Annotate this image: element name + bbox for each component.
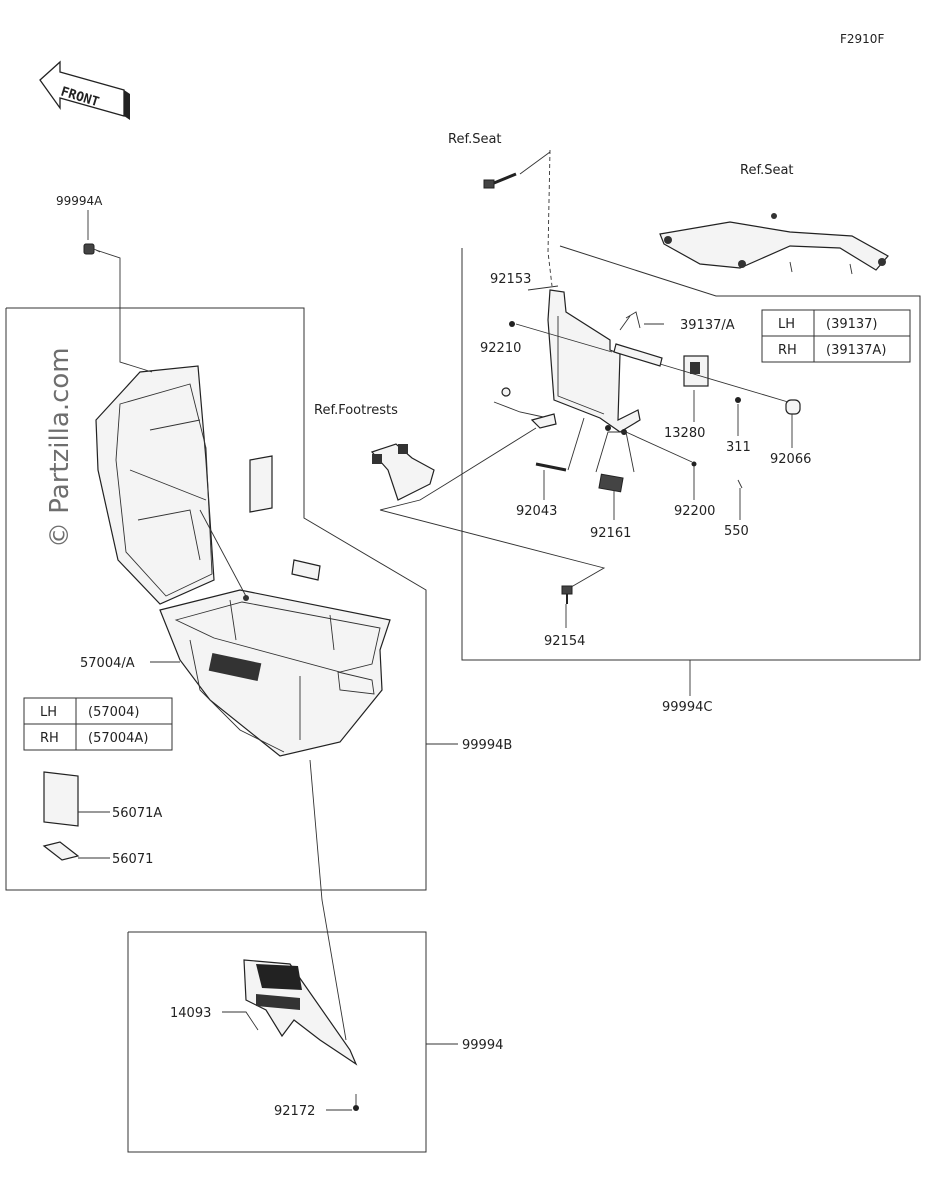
bracket-table-part-rh: (39137A) bbox=[826, 343, 886, 358]
nut-92210 bbox=[501, 387, 511, 397]
bolt-92154 bbox=[561, 585, 573, 604]
footrest-bracket bbox=[370, 443, 435, 501]
decal-56071 bbox=[42, 841, 80, 861]
figure-code: F2910F bbox=[840, 32, 884, 46]
case-table-side-lh: LH bbox=[40, 705, 57, 720]
watermark: © Partzilla.com bbox=[45, 347, 75, 548]
label-92043: 92043 bbox=[516, 504, 557, 519]
label-92066: 92066 bbox=[770, 452, 811, 467]
label-92210: 92210 bbox=[480, 341, 521, 356]
nut-311 bbox=[735, 397, 741, 403]
pin-550 bbox=[737, 479, 743, 489]
bracket-table-side-lh: LH bbox=[778, 317, 795, 332]
ref-footrests: Ref.Footrests bbox=[314, 403, 398, 418]
label-92161: 92161 bbox=[590, 526, 631, 541]
bracket-side-table: LH (39137) RH (39137A) bbox=[761, 309, 911, 363]
box-99994B bbox=[5, 307, 427, 891]
label-56071A: 56071A bbox=[112, 806, 162, 821]
bolt-99994A bbox=[83, 243, 101, 255]
label-92154: 92154 bbox=[544, 634, 585, 649]
label-56071: 56071 bbox=[112, 852, 153, 867]
screw-92172 bbox=[353, 1105, 359, 1111]
front-arrow-icon: FRONT bbox=[39, 60, 130, 120]
label-14093: 14093 bbox=[170, 1006, 211, 1021]
decal-56071-upper bbox=[291, 559, 321, 581]
cover-14093 bbox=[243, 959, 358, 1066]
label-99994B: 99994B bbox=[462, 738, 512, 753]
seat-frame bbox=[659, 213, 889, 275]
case-table-part-lh: (57004) bbox=[88, 705, 140, 720]
bolt-seat bbox=[483, 172, 517, 189]
label-99994C: 99994C bbox=[662, 700, 712, 715]
label-92153: 92153 bbox=[490, 272, 531, 287]
case-table-side-rh: RH bbox=[40, 731, 59, 746]
bracket-table-side-rh: RH bbox=[778, 343, 797, 358]
bolt-92043 bbox=[535, 462, 567, 472]
box-99994C bbox=[461, 245, 921, 661]
label-99994A: 99994A bbox=[56, 194, 103, 208]
bracket-39137 bbox=[547, 289, 663, 433]
label-311: 311 bbox=[726, 440, 751, 455]
label-39137A: 39137/A bbox=[680, 318, 735, 333]
bracket-table-part-lh: (39137) bbox=[826, 317, 878, 332]
label-92172: 92172 bbox=[274, 1104, 315, 1119]
decal-56071A bbox=[43, 771, 79, 827]
plate bbox=[530, 413, 557, 429]
ref-seat-right: Ref.Seat bbox=[740, 163, 794, 178]
label-99994: 99994 bbox=[462, 1038, 503, 1053]
case-table-part-rh: (57004A) bbox=[88, 731, 148, 746]
decal-56071A-upper bbox=[249, 455, 273, 513]
cap-92066 bbox=[785, 399, 801, 415]
label-92200: 92200 bbox=[674, 504, 715, 519]
washer-92200 bbox=[691, 461, 697, 467]
label-13280: 13280 bbox=[664, 426, 705, 441]
case-side-table: LH (57004) RH (57004A) bbox=[23, 697, 173, 751]
box-99994 bbox=[127, 931, 427, 1153]
ref-seat-top: Ref.Seat bbox=[448, 132, 502, 147]
damper-92161 bbox=[598, 473, 624, 493]
side-case-57004 bbox=[95, 365, 391, 757]
bolt-92153 bbox=[509, 321, 515, 327]
label-57004A: 57004/A bbox=[80, 656, 135, 671]
label-550: 550 bbox=[724, 524, 749, 539]
